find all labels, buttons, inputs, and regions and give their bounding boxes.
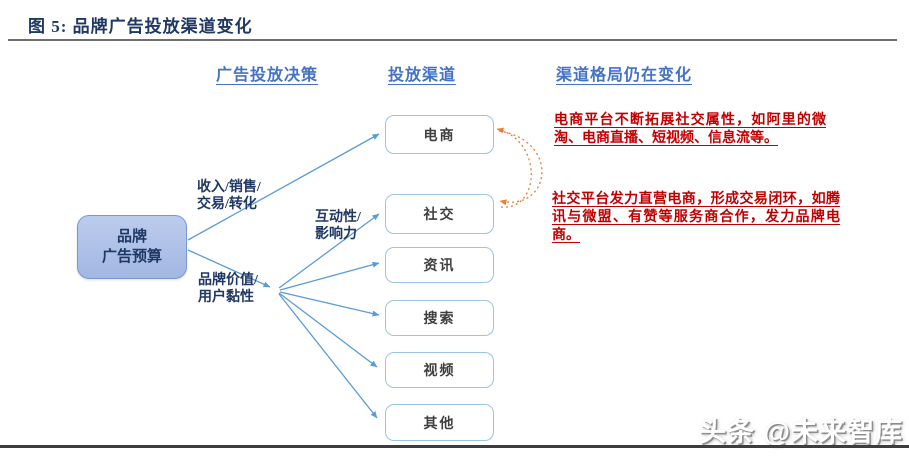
channel-label: 社交 <box>423 208 456 223</box>
channel-label: 资讯 <box>423 259 456 274</box>
column-header-decision: 广告投放决策 <box>216 67 319 84</box>
edge-label-revenue: 收入/销售/ 交易/转化 <box>197 179 261 213</box>
channel-label: 电商 <box>423 128 456 144</box>
channel-label: 视频 <box>423 364 456 379</box>
edge-brandvalue-news <box>279 261 380 291</box>
channel-node-news: 资讯 <box>385 247 494 283</box>
edge-label-revenue-line1: 收入/销售/ <box>197 180 261 195</box>
annotation-ecommerce: 电商平台不断拓展社交属性，如阿里的微淘、电商直播、短视频、信息流等。 <box>554 113 826 146</box>
channel-node-others: 其他 <box>385 404 494 441</box>
edge-label-interaction-line2: 影响力 <box>315 227 357 242</box>
figure-title: 图 5: 品牌广告投放渠道变化 <box>28 17 253 36</box>
brand-budget-line1: 品牌 <box>116 229 147 245</box>
edge-label-revenue-line2: 交易/转化 <box>197 197 257 212</box>
edge-brandvalue-search <box>279 291 380 317</box>
edge-label-brandvalue: 品牌价值/ 用户黏性 <box>198 272 258 306</box>
column-header-landscape: 渠道格局仍在变化 <box>556 67 693 84</box>
channel-node-video: 视频 <box>385 352 494 388</box>
watermark-toutiao: 头条 @未来智库 <box>699 417 903 447</box>
channel-node-search: 搜索 <box>385 300 494 336</box>
title-divider <box>8 39 897 41</box>
brand-budget-node: 品牌 广告预算 <box>77 215 187 279</box>
edge-label-interaction: 互动性/ 影响力 <box>315 209 361 243</box>
column-header-channel: 投放渠道 <box>388 67 457 84</box>
annotation-social: 社交平台发力直营电商，形成交易闭环，如腾讯与微盟、有赞等服务商合作，发力品牌电商… <box>552 192 840 243</box>
edge-label-brandvalue-line1: 品牌价值/ <box>198 273 258 288</box>
loop-social-to-ecommerce <box>496 127 532 208</box>
channel-node-ecommerce: 电商 <box>385 115 494 154</box>
edge-brandvalue-others <box>278 293 378 419</box>
brand-budget-line2: 广告预算 <box>101 249 162 265</box>
bottom-divider <box>0 445 909 448</box>
channel-label: 其他 <box>423 416 456 432</box>
loop-ecommerce-to-social <box>498 130 543 206</box>
channel-node-social: 社交 <box>385 194 494 234</box>
edge-brandvalue-video <box>278 292 378 368</box>
edge-label-brandvalue-line2: 用户黏性 <box>198 290 254 305</box>
edge-label-interaction-line1: 互动性/ <box>315 210 361 225</box>
channel-label: 搜索 <box>423 312 456 327</box>
